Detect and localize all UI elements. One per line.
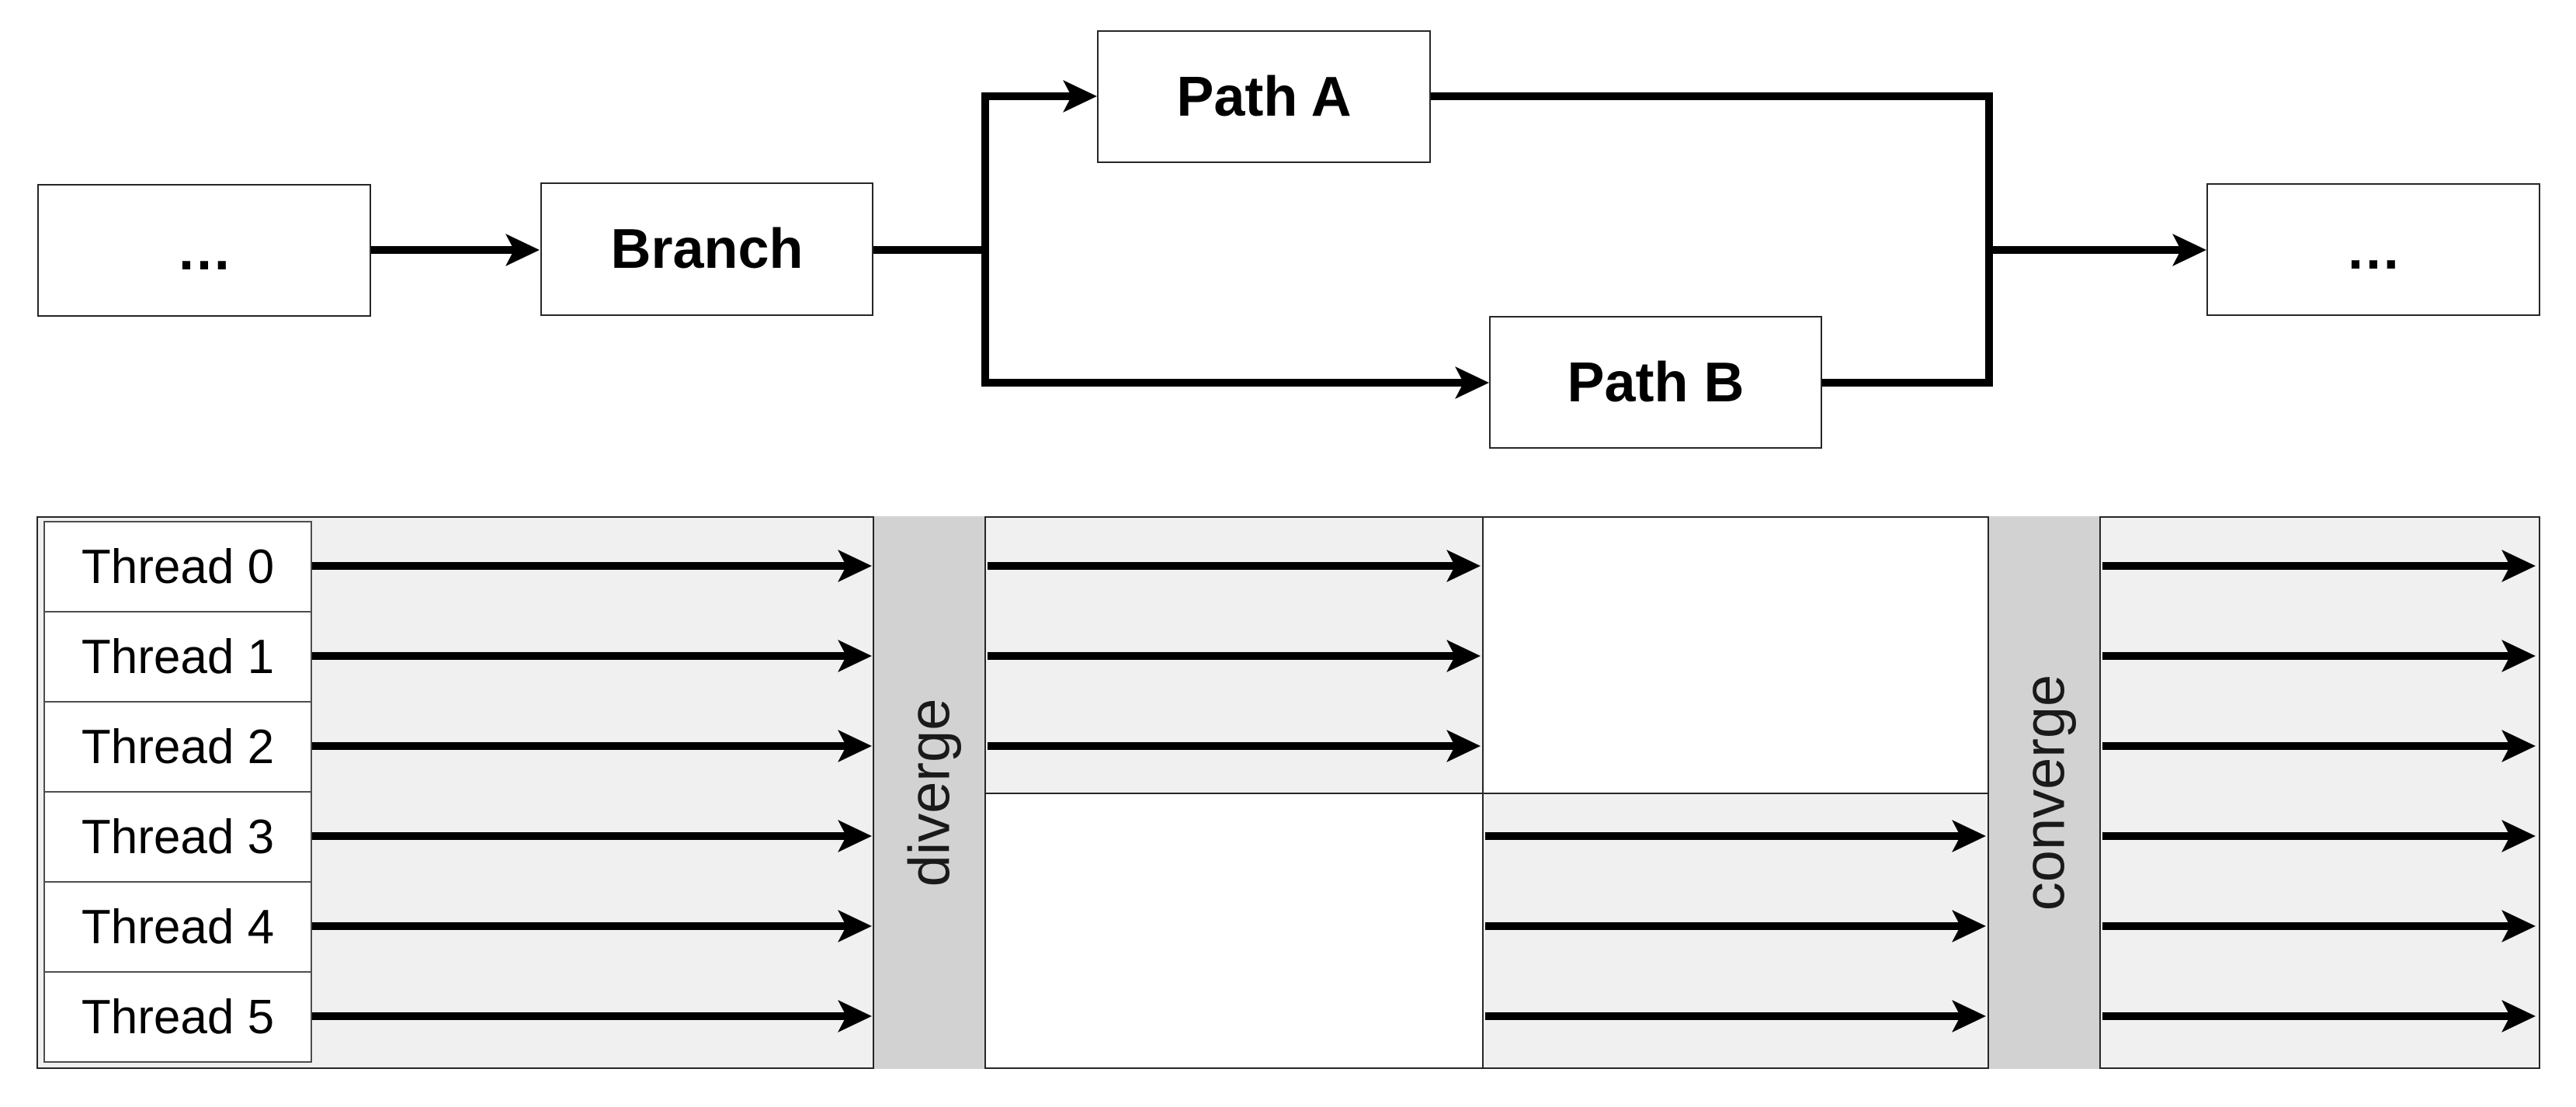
path-lane-divider-line: [986, 793, 1989, 794]
node-branch-label: Branch: [610, 218, 804, 280]
node-path-b-label: Path B: [1567, 351, 1745, 414]
node-prev-label: …: [176, 219, 232, 282]
node-next-ellipsis: …: [2206, 183, 2540, 316]
thread-label-2-text: Thread 2: [81, 720, 275, 774]
converge-label: converge: [2012, 674, 2077, 911]
lane-path-b-threads-3-5: [1484, 794, 1988, 1067]
thread-label-5-text: Thread 5: [81, 990, 275, 1044]
thread-label-0: Thread 0: [43, 521, 312, 612]
thread-label-1: Thread 1: [43, 611, 312, 703]
diverge-bar: diverge: [873, 516, 986, 1069]
node-path-a-label: Path A: [1176, 65, 1352, 128]
thread-label-0-text: Thread 0: [81, 540, 275, 594]
thread-label-2: Thread 2: [43, 701, 312, 793]
node-branch: Branch: [540, 182, 873, 316]
diverge-label: diverge: [897, 698, 962, 887]
thread-label-4-text: Thread 4: [81, 900, 275, 954]
converge-bar: converge: [1988, 516, 2101, 1069]
node-path-b: Path B: [1489, 316, 1822, 449]
lane-path-a-threads-0-2: [986, 518, 1482, 793]
node-prev-ellipsis: …: [37, 184, 371, 317]
thread-label-1-text: Thread 1: [81, 630, 275, 684]
thread-label-3: Thread 3: [43, 791, 312, 883]
lane-exit-all-threads: [2101, 518, 2539, 1067]
thread-label-5: Thread 5: [43, 971, 312, 1063]
thread-label-4: Thread 4: [43, 881, 312, 973]
node-path-a: Path A: [1097, 30, 1431, 163]
node-next-label: …: [2345, 218, 2401, 281]
thread-label-3-text: Thread 3: [81, 810, 275, 864]
